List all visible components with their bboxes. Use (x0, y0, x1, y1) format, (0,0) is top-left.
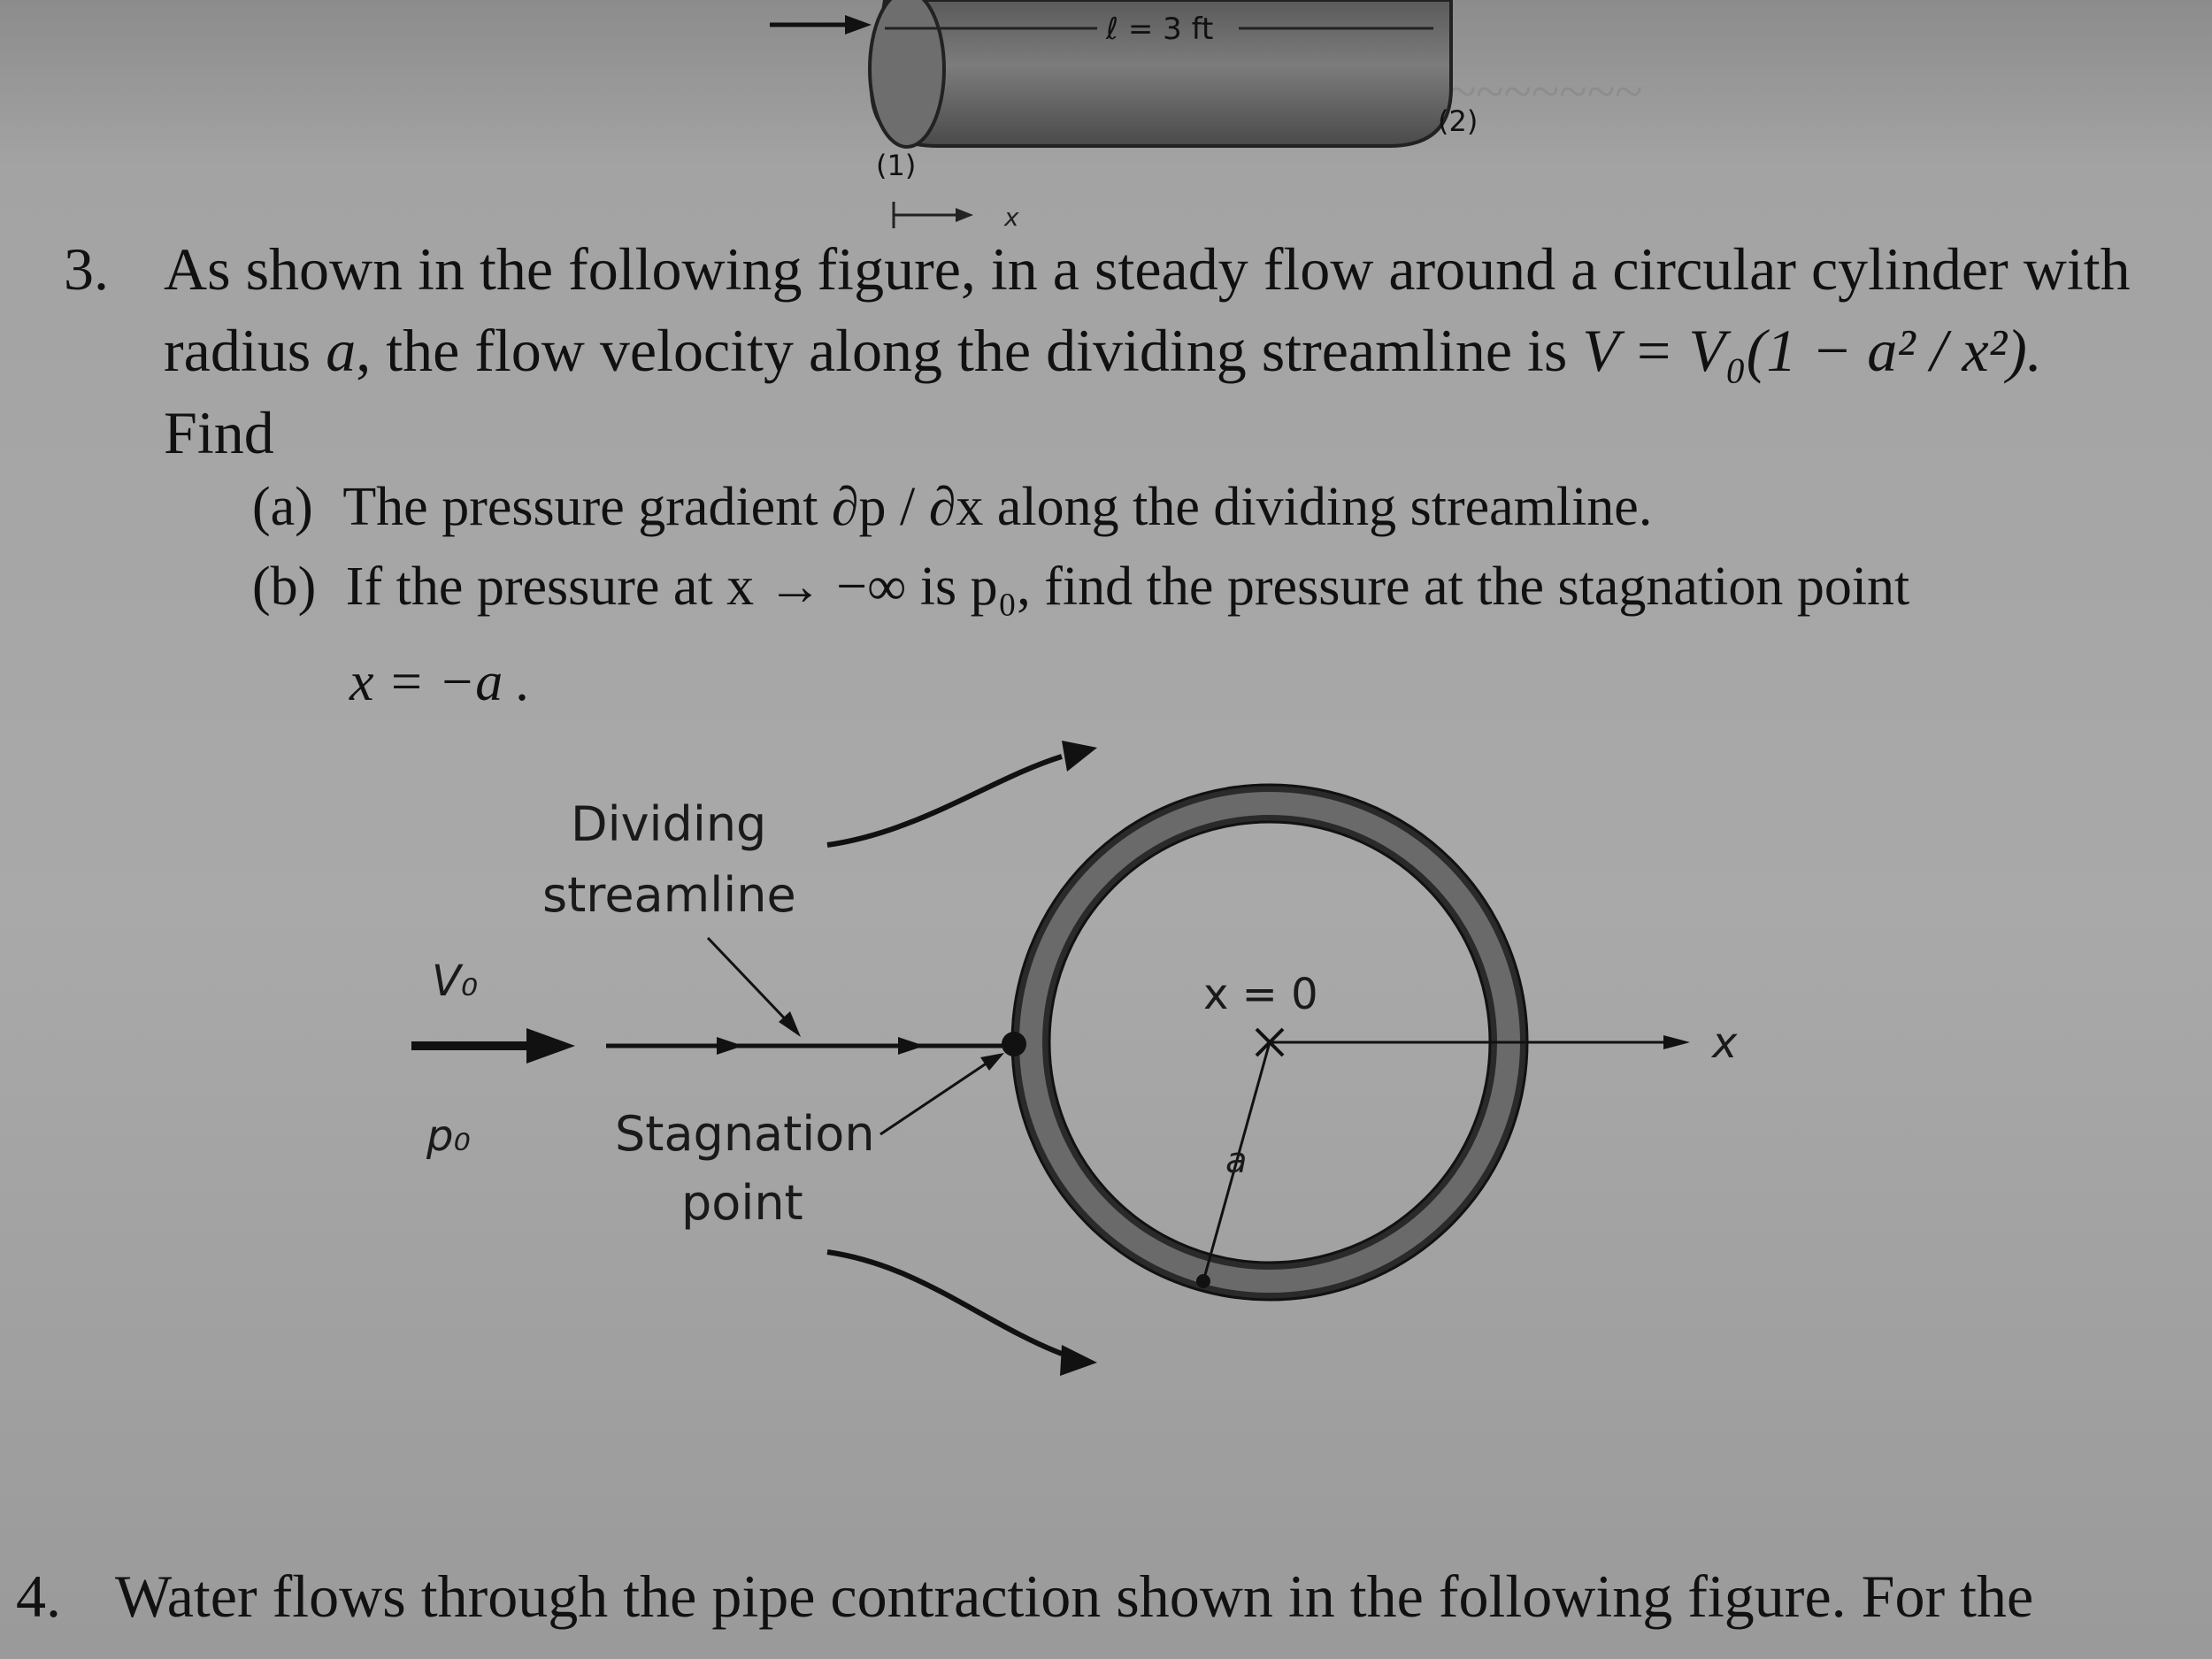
problem-3-number: 3. (64, 235, 109, 303)
radius-label: a (1225, 1141, 1248, 1181)
part-a: (a) The pressure gradient ∂p / ∂x along … (252, 480, 1652, 534)
dividing-label-2: streamline (542, 867, 796, 923)
dividing-label-1: Dividing (571, 796, 766, 852)
upper-streamline (826, 754, 1063, 848)
velocity-equation: V = V₀(1 − a² / x²). (1582, 317, 2042, 384)
cylinder-flow-figure: Dividing streamline V₀ p₀ Stagnation poi… (411, 741, 1738, 1376)
part-b-continued: x = −a . (349, 655, 530, 710)
x-zero-label: x = 0 (1203, 970, 1318, 1019)
pipe-figure: ℓ = 3 ft (2) (1) x (770, 0, 1478, 232)
part-b: (b) If the pressure at x → −∞ is p₀, fin… (252, 559, 1909, 614)
pipe-inlet-ellipse (868, 0, 946, 149)
p0-label: p₀ (426, 1111, 471, 1161)
problem-3-line-2: radius a, the flow velocity along the di… (164, 320, 2042, 380)
line-2-suffix: , the flow velocity along the dividing s… (356, 317, 1583, 384)
part-a-text: The pressure gradient ∂p / ∂x along the … (342, 477, 1653, 537)
problem-4-number: 4. (16, 1563, 61, 1630)
section-1-label: (1) (876, 149, 916, 182)
section-2-label: (2) (1438, 104, 1478, 138)
line-2-prefix: radius (164, 317, 326, 384)
stagnation-point-dot (1002, 1032, 1026, 1056)
stagnation-location: x = −a . (349, 652, 531, 712)
length-label: ℓ = 3 ft (1105, 12, 1213, 47)
radius-line (1202, 1041, 1271, 1282)
dividing-streamline-leader (706, 936, 798, 1033)
v0-label: V₀ (432, 956, 478, 1006)
radius-symbol: a (326, 317, 357, 384)
part-a-label: (a) (252, 477, 313, 537)
x-axis-marker-label: x (1003, 203, 1019, 232)
find-label: Find (164, 399, 274, 466)
part-b-label: (b) (252, 557, 317, 617)
problem-4-text: Water flows through the pipe contraction… (115, 1563, 2034, 1630)
problem-3-line-1: As shown in the following figure, in a s… (164, 235, 2131, 303)
lower-streamline (826, 1249, 1064, 1356)
x-axis-label: x (1710, 1018, 1738, 1068)
stagnation-label-2: point (681, 1175, 803, 1231)
stagnation-label-1: Stagnation (615, 1106, 875, 1162)
stagnation-leader (879, 1056, 996, 1136)
part-b-text: If the pressure at x → −∞ is p₀, find th… (345, 557, 1910, 617)
